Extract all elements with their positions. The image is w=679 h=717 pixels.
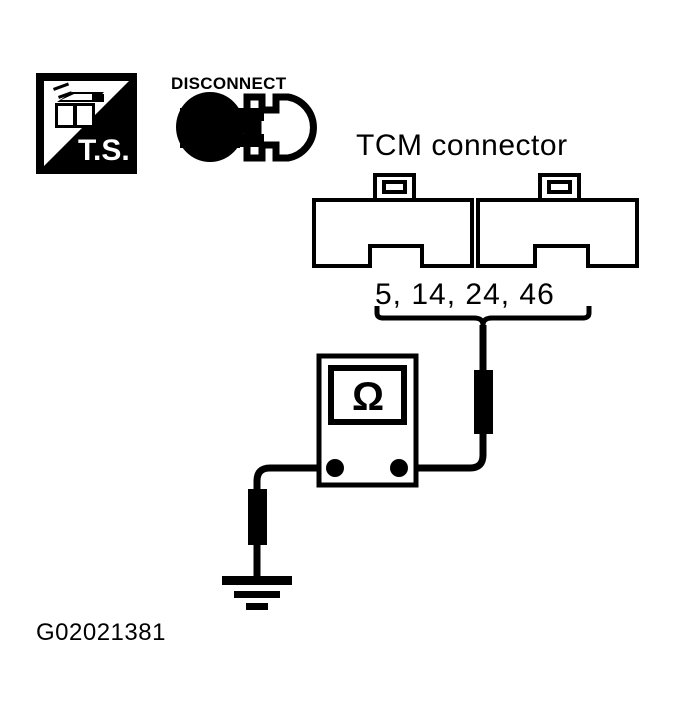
ground-bar-3	[246, 603, 268, 610]
connector-tab-left	[373, 173, 416, 200]
tcm-connector	[312, 173, 639, 268]
connector-body-right	[476, 198, 639, 268]
page-title: TCM connector	[356, 129, 568, 162]
disconnect-label: DISCONNECT	[171, 74, 287, 93]
ts-glyph-cavity-right	[77, 106, 92, 125]
connector-body-left	[312, 198, 474, 268]
ohmmeter-terminal-right	[390, 459, 408, 477]
connector-probe	[474, 370, 493, 434]
ohmmeter-terminal-left	[326, 459, 344, 477]
ground-symbol	[222, 576, 292, 610]
right-wire-path	[412, 325, 487, 472]
ts-badge-icon: T.S.	[36, 73, 137, 174]
plug-body-rect	[180, 108, 240, 148]
connector-tab-slot-right	[547, 180, 572, 194]
connector-tab-slot-left	[382, 180, 407, 194]
ts-glyph-lid-face	[61, 94, 99, 100]
ohm-symbol: Ω	[352, 375, 384, 419]
disconnect-socket-right	[243, 93, 317, 162]
socket-outline	[243, 93, 317, 162]
pin-numbers-label: 5, 14, 24, 46	[375, 278, 555, 311]
disconnect-icon: DISCONNECT	[171, 74, 317, 162]
right-test-lead-wire	[412, 325, 487, 472]
ohmmeter: Ω	[316, 353, 419, 488]
tcm-connector-half-right	[476, 173, 639, 268]
ground-probe	[248, 489, 267, 545]
connector-tab-right	[538, 173, 581, 200]
ground-bar-2	[234, 591, 280, 598]
figure-reference-id: G02021381	[36, 619, 166, 646]
left-wire-path	[253, 464, 332, 580]
ts-badge-label: T.S.	[78, 134, 130, 167]
ts-glyph-cavity-left	[58, 106, 73, 125]
tcm-connector-half-left	[312, 173, 474, 268]
ts-glyph-motion-line-2	[58, 91, 73, 99]
ts-glyph-lid-edge	[92, 94, 104, 102]
ohmmeter-display	[328, 365, 407, 425]
ground-bar-1	[222, 576, 292, 585]
ts-glyph-motion-line-1	[53, 82, 70, 91]
left-test-lead-wire	[253, 464, 332, 580]
ts-badge-connector-glyph	[53, 82, 104, 128]
